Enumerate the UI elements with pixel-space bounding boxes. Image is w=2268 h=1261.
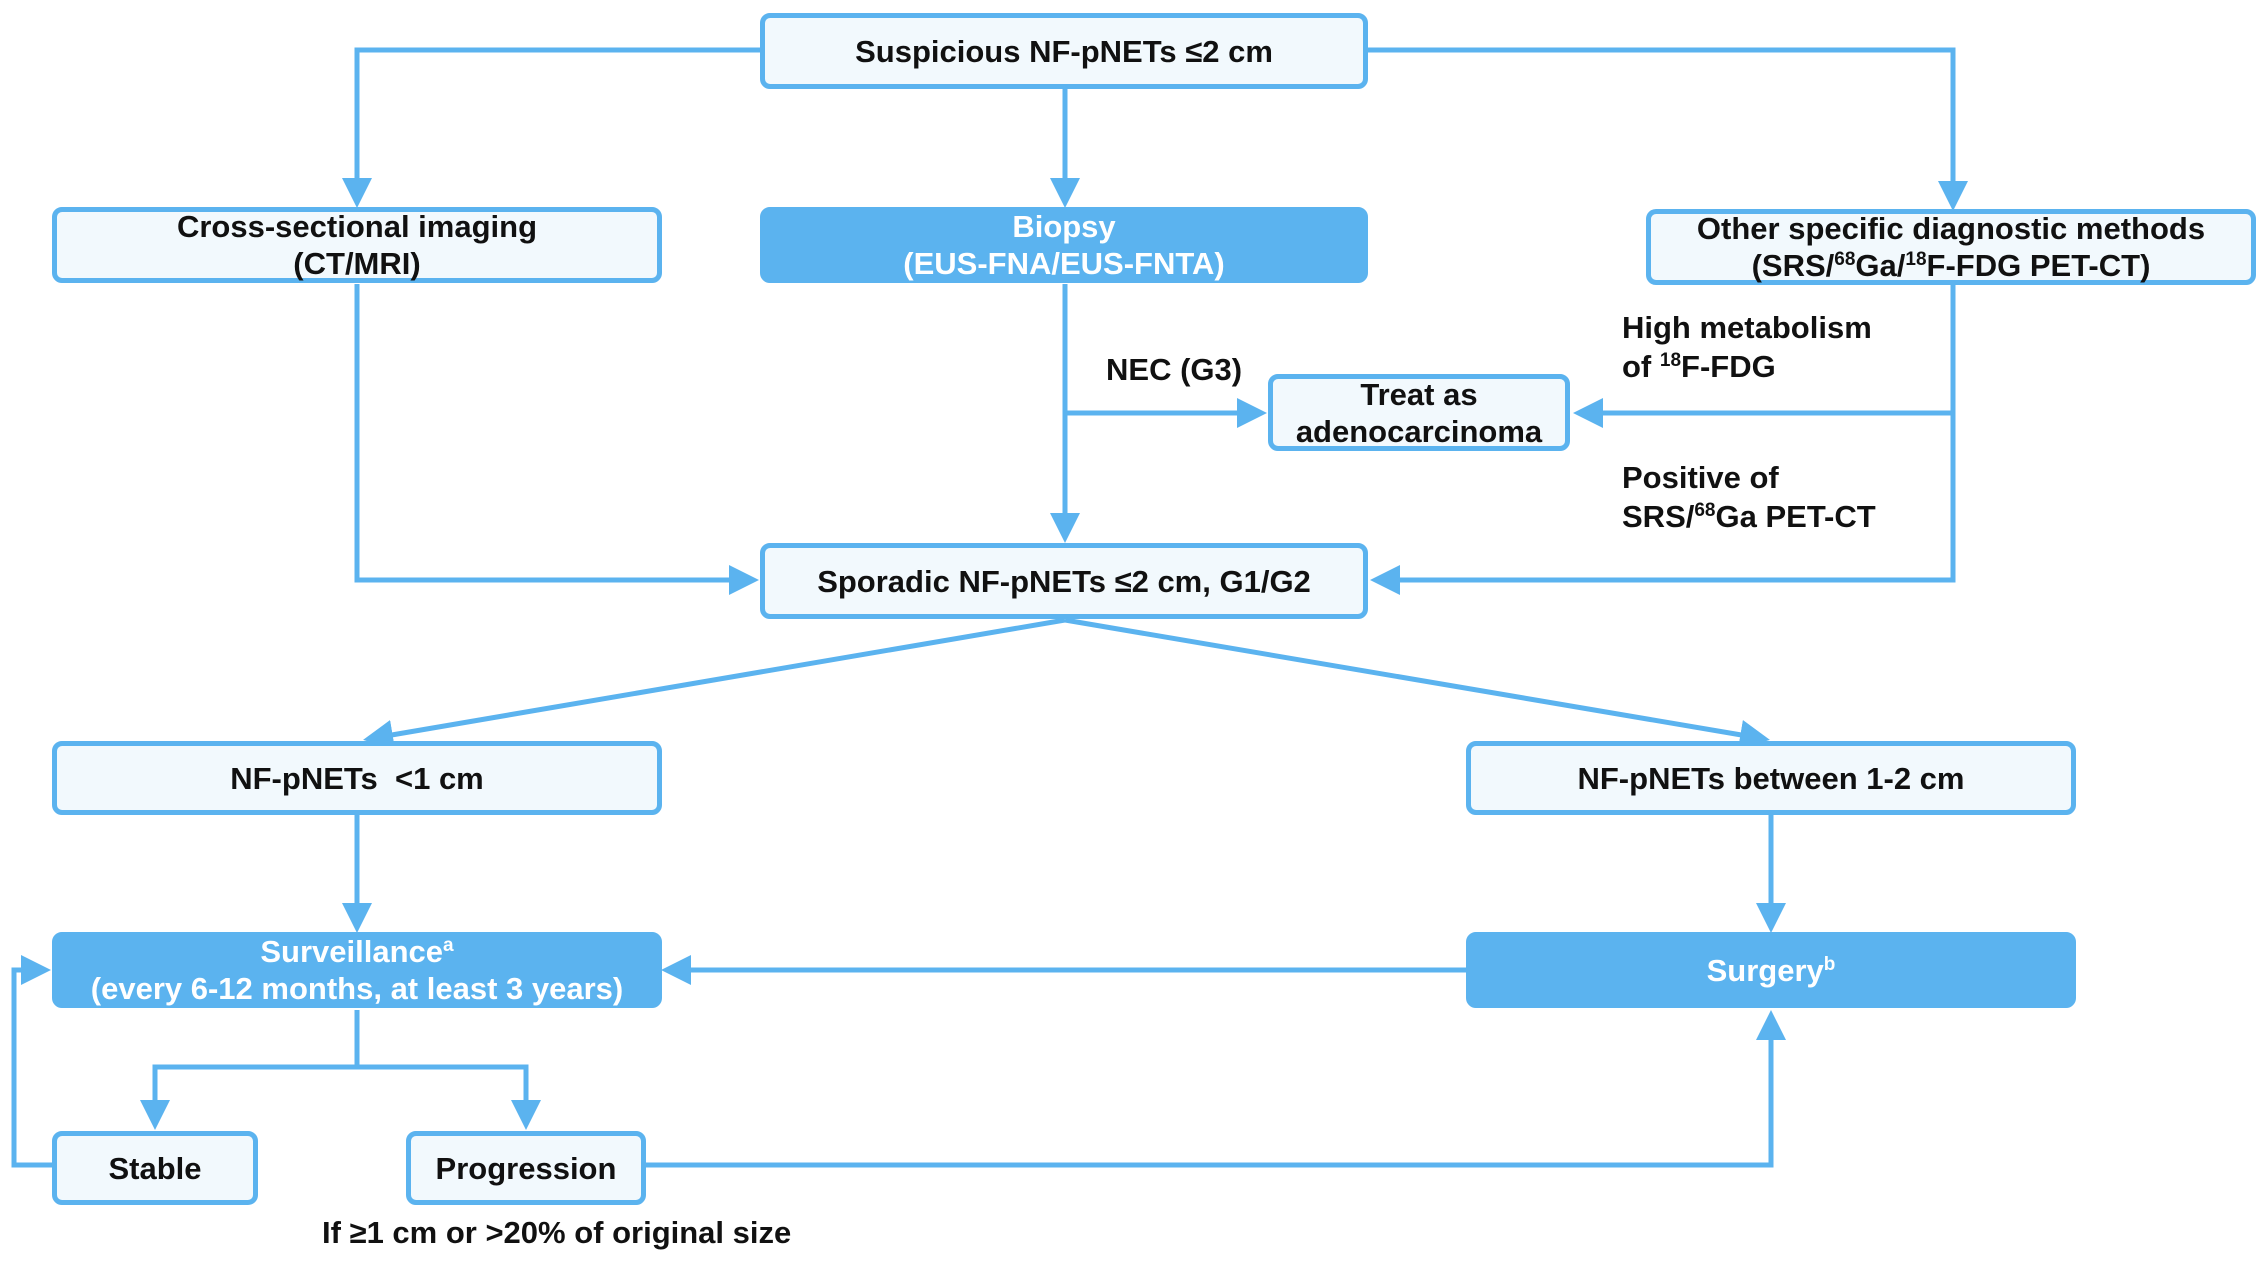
positive-line2: SRS/68Ga PET-CT bbox=[1622, 497, 1876, 536]
edge-sporadic-to-small bbox=[363, 617, 1066, 750]
imaging-node: Cross-sectional imaging (CT/MRI) bbox=[52, 207, 662, 283]
edge-stable-loop bbox=[11, 955, 52, 1168]
surgery-node: Surgeryb bbox=[1466, 932, 2076, 1008]
progression-label: Progression bbox=[435, 1150, 617, 1186]
sporadic-node: Sporadic NF-pNETs ≤2 cm, G1/G2 bbox=[760, 543, 1368, 619]
adenocarcinoma-label: Treat as bbox=[1360, 376, 1478, 412]
other-methods-node: Other specific diagnostic methods (SRS/6… bbox=[1646, 209, 2256, 285]
high-metabolism-line1: High metabolism bbox=[1622, 310, 1872, 345]
surgery-footnote: b bbox=[1823, 953, 1836, 975]
high-metabolism-line2: of 18F-FDG bbox=[1622, 347, 1872, 386]
edge-sporadic-to-medium bbox=[1064, 617, 1770, 750]
high-metabolism-sup: 18 bbox=[1659, 350, 1682, 371]
other-methods-text-b: Ga/ bbox=[1855, 248, 1906, 283]
nec-label: NEC (G3) bbox=[1106, 352, 1243, 387]
surveillance-label: Surveillancea bbox=[260, 933, 453, 970]
other-methods-sup-68: 68 bbox=[1834, 249, 1856, 270]
suspicious-node: Suspicious NF-pNETs ≤2 cm bbox=[760, 13, 1368, 89]
progression-criteria-label: If ≥1 cm or >20% of original size bbox=[322, 1215, 792, 1250]
edge-suspicious-to-other bbox=[1368, 47, 1968, 211]
surveillance-node: Surveillancea (every 6-12 months, at lea… bbox=[52, 932, 662, 1008]
other-methods-label: Other specific diagnostic methods bbox=[1696, 211, 2206, 246]
high-metabolism-text-a: of bbox=[1622, 349, 1660, 384]
surveillance-title: Surveillance bbox=[260, 934, 444, 969]
high-metabolism-label: High metabolism of 18F-FDG bbox=[1622, 308, 1872, 386]
other-methods-sup-18: 18 bbox=[1905, 249, 1927, 270]
positive-text-a: SRS/ bbox=[1622, 499, 1695, 534]
adenocarcinoma-sublabel: adenocarcinoma bbox=[1295, 413, 1543, 449]
medium-tumor-node: NF-pNETs between 1-2 cm bbox=[1466, 741, 2076, 815]
sporadic-label: Sporadic NF-pNETs ≤2 cm, G1/G2 bbox=[817, 563, 1311, 599]
small-tumor-label: NF-pNETs <1 cm bbox=[230, 760, 484, 796]
other-methods-text-a: (SRS/ bbox=[1751, 248, 1835, 283]
other-methods-sublabel: (SRS/68Ga/18F-FDG PET-CT) bbox=[1752, 247, 2151, 284]
imaging-label: Cross-sectional imaging bbox=[176, 209, 538, 244]
edge-surveillance-to-progression bbox=[357, 1064, 541, 1130]
small-tumor-node: NF-pNETs <1 cm bbox=[52, 741, 662, 815]
edge-other-to-sporadic bbox=[1370, 413, 1956, 595]
edge-suspicious-to-imaging bbox=[342, 47, 760, 208]
positive-text-b: Ga PET-CT bbox=[1715, 499, 1876, 534]
edge-surveillance-split bbox=[140, 1010, 360, 1130]
other-methods-text-c: F-FDG PET-CT) bbox=[1926, 248, 2151, 283]
high-metabolism-text-b: F-FDG bbox=[1681, 349, 1776, 384]
progression-node: Progression bbox=[406, 1131, 646, 1205]
biopsy-label: Biopsy bbox=[1012, 209, 1116, 244]
imaging-sublabel: (CT/MRI) bbox=[293, 246, 421, 281]
biopsy-sublabel: (EUS-FNA/EUS-FNTA) bbox=[903, 246, 1225, 281]
adenocarcinoma-node: Treat as adenocarcinoma bbox=[1268, 374, 1570, 451]
stable-node: Stable bbox=[52, 1131, 258, 1205]
edge-imaging-to-sporadic bbox=[354, 284, 759, 595]
suspicious-label: Suspicious NF-pNETs ≤2 cm bbox=[855, 33, 1273, 69]
positive-line1: Positive of bbox=[1622, 460, 1779, 495]
medium-tumor-label: NF-pNETs between 1-2 cm bbox=[1577, 760, 1965, 796]
stable-label: Stable bbox=[108, 1150, 202, 1186]
surveillance-footnote: a bbox=[443, 935, 454, 956]
biopsy-node: Biopsy (EUS-FNA/EUS-FNTA) bbox=[760, 207, 1368, 283]
edge-progression-to-surgery bbox=[646, 1010, 1786, 1168]
positive-label: Positive of SRS/68Ga PET-CT bbox=[1622, 458, 1876, 536]
surgery-label: Surgeryb bbox=[1707, 952, 1836, 989]
positive-sup: 68 bbox=[1694, 500, 1716, 521]
surgery-title: Surgery bbox=[1706, 952, 1824, 988]
surveillance-sublabel: (every 6-12 months, at least 3 years) bbox=[90, 971, 624, 1006]
